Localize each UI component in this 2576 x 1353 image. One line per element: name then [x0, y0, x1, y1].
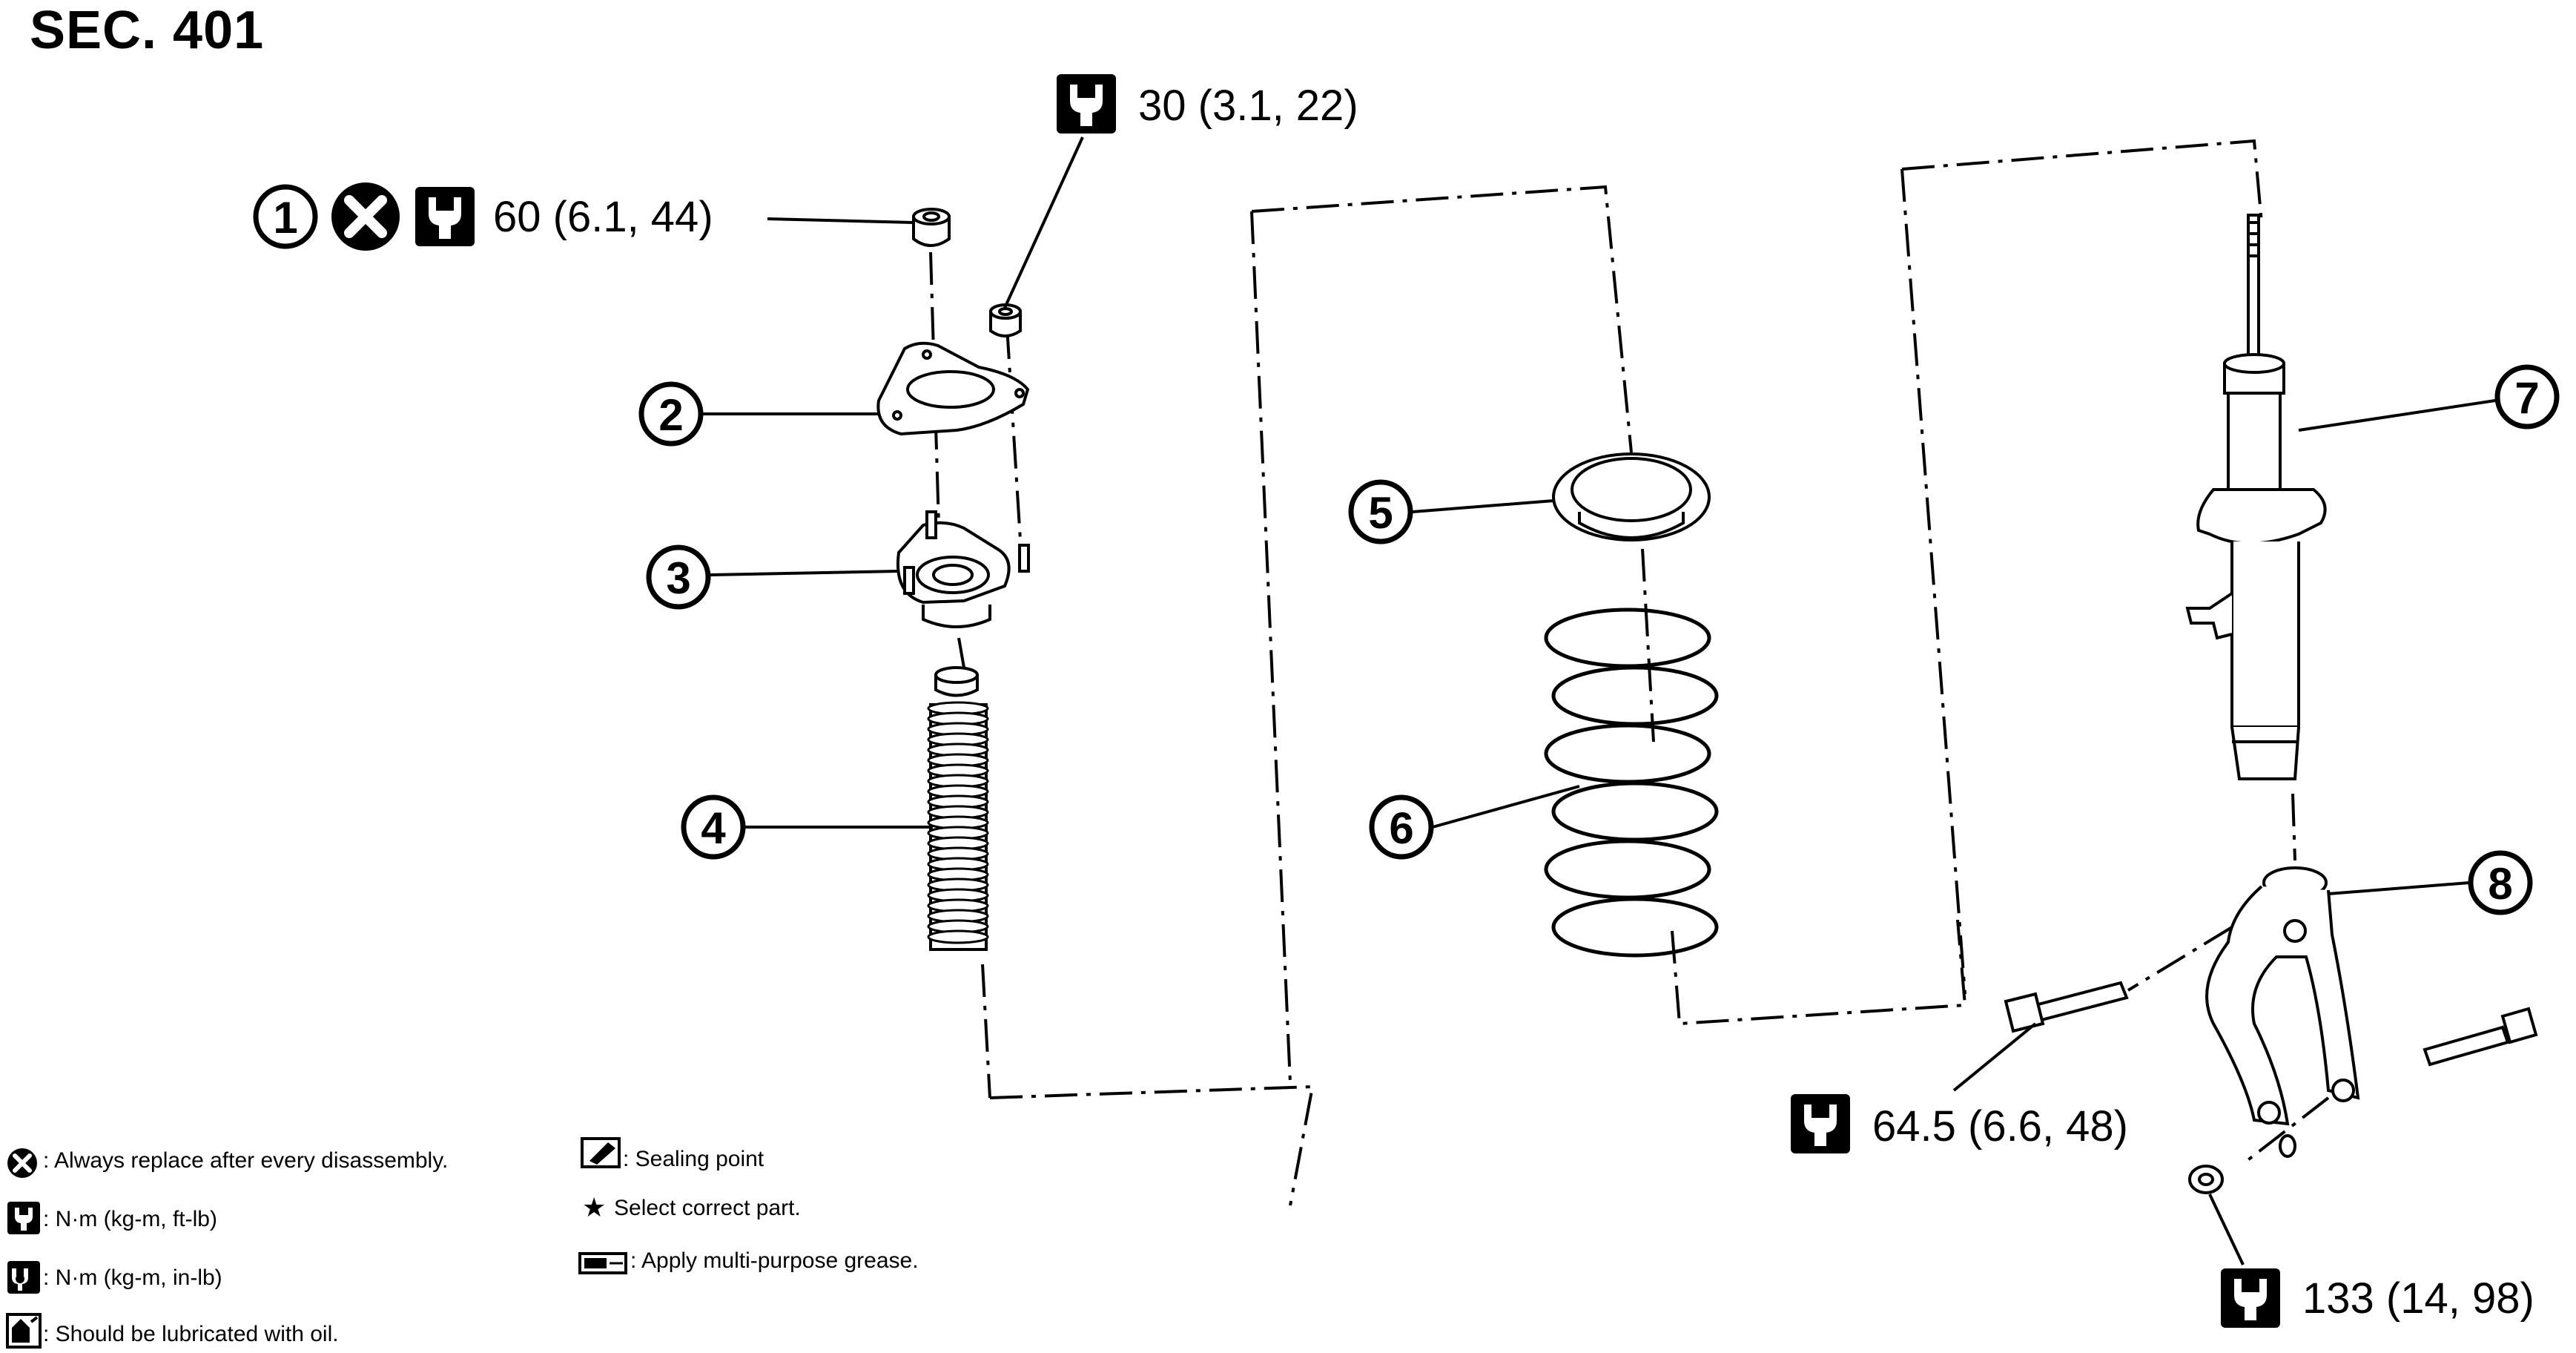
- svg-text:60 (6.1, 44): 60 (6.1, 44): [493, 193, 713, 241]
- svg-text:8: 8: [2488, 859, 2512, 909]
- legend-star-icon: ★: [582, 1192, 606, 1222]
- callout-leaders: [701, 399, 2496, 895]
- torque-label-60: 60 (6.1, 44): [415, 187, 914, 246]
- spring-coil: [1544, 839, 1711, 900]
- legend-select-text: Select correct part.: [614, 1196, 801, 1220]
- bolt-upper: [2004, 981, 2129, 1033]
- legend-sealing-icon: [581, 1137, 621, 1168]
- strut-assembly-part7: [2185, 214, 2327, 780]
- callout-2: 2: [638, 381, 704, 447]
- svg-text:133 (14, 98): 133 (14, 98): [2302, 1274, 2534, 1323]
- callout-8: 8: [2468, 850, 2533, 915]
- callout-7: 7: [2494, 364, 2560, 429]
- svg-text:4: 4: [701, 803, 726, 853]
- spring-coil: [1551, 781, 1719, 842]
- upper-plate-part2: [876, 341, 1030, 436]
- coil-spring-part6: [1544, 608, 1719, 958]
- bolt-lower: [2423, 1007, 2538, 1067]
- spring-coil: [1551, 665, 1719, 726]
- callout-1: 1: [253, 184, 318, 249]
- svg-text:★: ★: [582, 1192, 606, 1222]
- svg-text:64.5 (6.6, 48): 64.5 (6.6, 48): [1872, 1102, 2128, 1150]
- replace-symbol: [331, 182, 400, 251]
- nut-part1: [912, 208, 951, 247]
- spring-coil: [1551, 897, 1719, 958]
- svg-text:7: 7: [2514, 373, 2539, 423]
- strut-fork-part8: [2205, 866, 2360, 1126]
- legend-oil-text: : Should be lubricated with oil.: [43, 1322, 339, 1346]
- legend-wrench-icon: [7, 1202, 40, 1234]
- legend-replace-icon: [7, 1148, 37, 1178]
- spring-coil: [1544, 723, 1711, 784]
- spring-seat-part5: [1552, 452, 1711, 541]
- svg-text:1: 1: [273, 193, 297, 243]
- torque-label-30: 30 (3.1, 22): [1003, 74, 1358, 309]
- svg-text:6: 6: [1389, 803, 1413, 853]
- middle-chain-lines: [1250, 185, 1967, 1084]
- svg-text:3: 3: [666, 553, 690, 603]
- callout-4: 4: [681, 794, 746, 860]
- left-chain-lines: [929, 251, 1315, 1206]
- spring-coil: [1544, 608, 1711, 668]
- legend-nm-ftlb-text: : N·m (kg-m, ft-lb): [43, 1207, 217, 1231]
- callout-6: 6: [1369, 794, 1434, 860]
- torque-label-133: 133 (14, 98): [2208, 1194, 2534, 1328]
- legend-oil-icon: [6, 1313, 42, 1349]
- strut-mount-part3: [896, 510, 1030, 628]
- nut-lower: [2188, 1134, 2296, 1194]
- legend-grease-icon: [578, 1252, 627, 1274]
- bellows-rib: [927, 929, 989, 944]
- legend-sealing-text: : Sealing point: [623, 1147, 764, 1171]
- svg-text:5: 5: [1368, 488, 1393, 538]
- dust-boot-part4: [927, 666, 989, 951]
- legend: ★: [6, 1137, 627, 1349]
- svg-text:30 (3.1, 22): 30 (3.1, 22): [1138, 82, 1358, 130]
- right-chain-lines: [1900, 139, 2330, 1162]
- legend-grease-text: : Apply multi-purpose grease.: [630, 1248, 919, 1273]
- svg-text:2: 2: [658, 390, 683, 440]
- legend-replace-text: : Always replace after every disassembly…: [43, 1148, 449, 1173]
- callout-3: 3: [646, 544, 711, 610]
- legend-nm-inlb-text: : N·m (kg-m, in-lb): [43, 1265, 222, 1290]
- legend-wrench-inlb-icon: [7, 1261, 40, 1294]
- nut-30: [989, 303, 1022, 338]
- torque-label-64-5: 64.5 (6.6, 48): [1791, 1022, 2128, 1153]
- section-title: SEC. 401: [30, 1, 265, 60]
- callout-5: 5: [1348, 479, 1413, 544]
